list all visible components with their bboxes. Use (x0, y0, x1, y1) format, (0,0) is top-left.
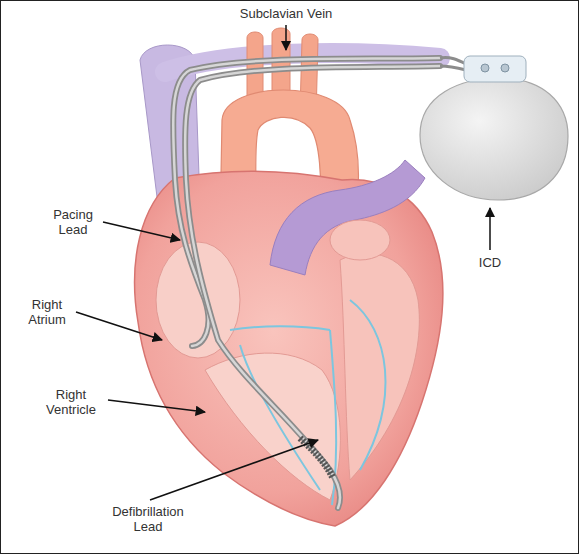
leader-arrow (150, 440, 318, 500)
lead-wire (440, 66, 466, 70)
left-ventricle (340, 253, 419, 480)
pacing-lead-highlight (173, 58, 440, 346)
part-label: ICD (470, 255, 510, 270)
pacing-lead (173, 58, 440, 346)
icd-device (420, 78, 568, 200)
lead-wire (440, 57, 466, 64)
left-atrium (330, 220, 390, 260)
conduction-path (350, 300, 385, 470)
leader-arrow (76, 312, 162, 340)
leader-arrow (489, 208, 491, 250)
icd-port (481, 64, 489, 72)
conduction-path (230, 326, 330, 330)
part-label: Subclavian Vein (221, 6, 351, 21)
part-label: Right Atrium (20, 297, 74, 327)
leader-arrow (285, 25, 287, 50)
leader-arrow (108, 400, 205, 412)
leader-arrow (103, 222, 180, 240)
icd-port (501, 64, 509, 72)
pulmonary-artery (270, 160, 425, 275)
right-ventricle (205, 353, 340, 500)
conduction-path (240, 345, 320, 490)
part-label: Defibrillation Lead (100, 504, 196, 534)
part-label: Right Ventricle (36, 387, 106, 417)
part-label: Pacing Lead (44, 207, 102, 237)
icd-header (464, 56, 526, 82)
